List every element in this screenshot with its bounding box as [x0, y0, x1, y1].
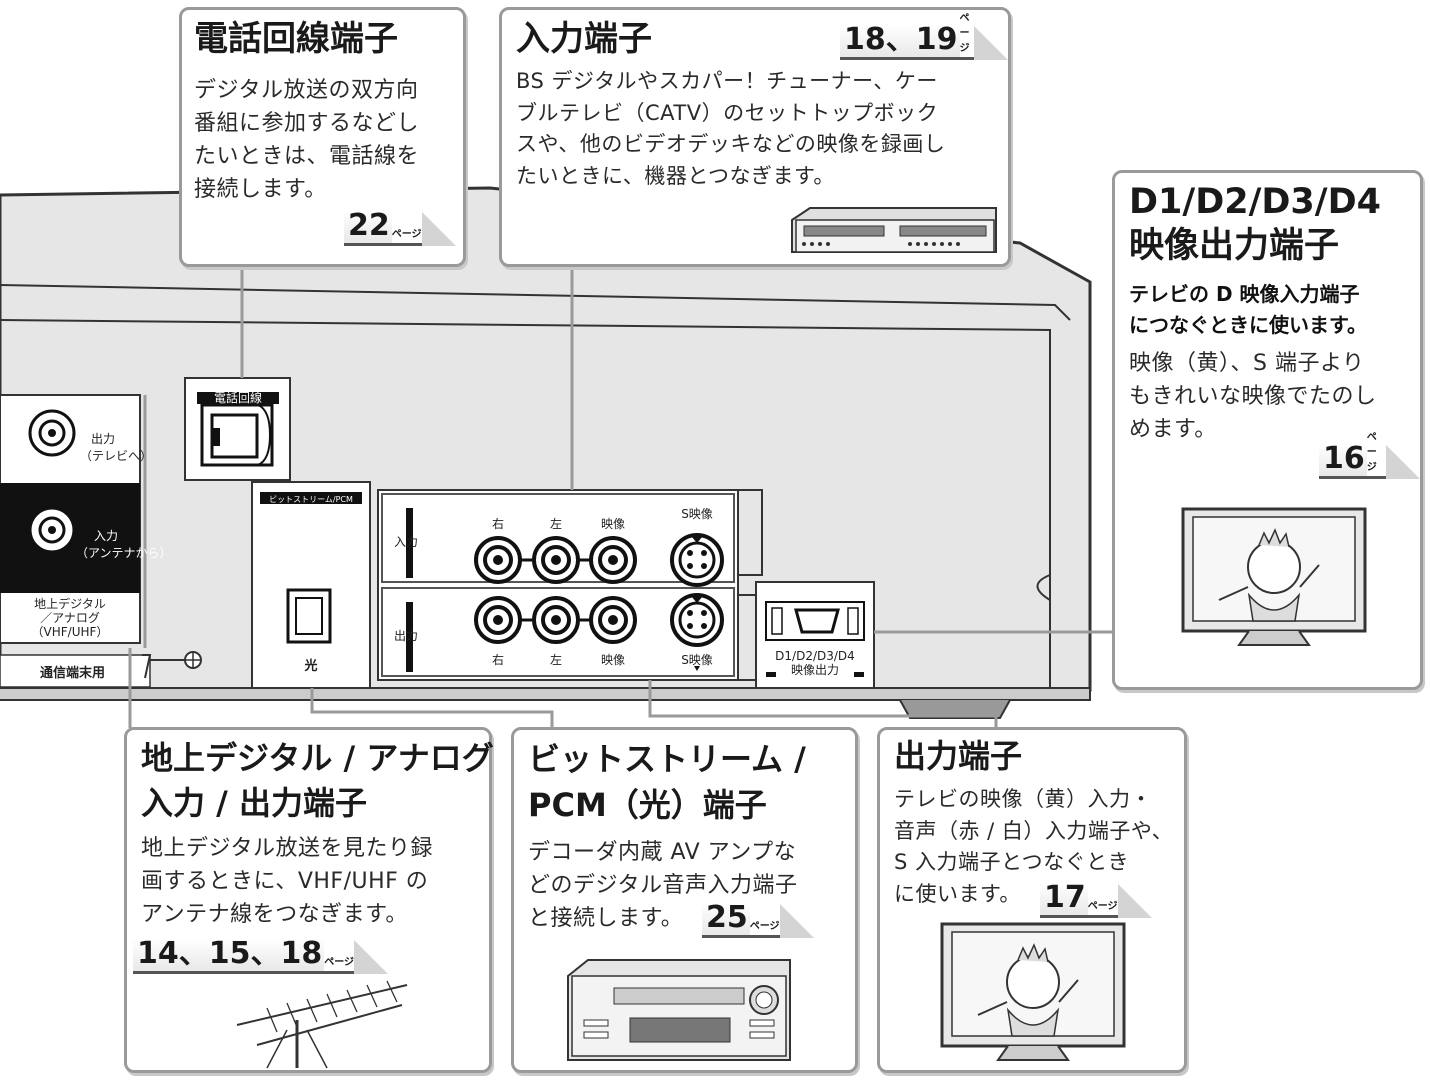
optical-port-panel — [251, 481, 371, 689]
input-callout-title: 入力端子 — [516, 19, 652, 59]
input-svideo-label: S映像 — [681, 507, 713, 521]
output-callout-title: 出力端子 — [894, 737, 1023, 775]
phone-callout: 電話回線端子 デジタル放送の双方向番組に参加するなどしたいときは、電話線を接続し… — [179, 7, 466, 267]
bitstream-label: ビットストリーム/PCM — [269, 495, 353, 504]
svg-text:映像出力: 映像出力 — [791, 663, 839, 677]
phone-callout-title: 電話回線端子 — [194, 19, 398, 59]
antenna-callout-title: 地上デジタル / アナログ入力 / 出力端子 — [141, 739, 494, 822]
output-callout-text: テレビの映像（黄）入力・音声（赤 / 白）入力端子や、S 入力端子とつなぐときに… — [894, 787, 1174, 906]
output-row-label: 出力 — [394, 629, 418, 643]
d-video-output-jack[interactable] — [755, 581, 875, 689]
output-rca-jacks[interactable] — [474, 596, 637, 644]
tv-illustration — [1181, 507, 1367, 646]
antenna-callout-text: 地上デジタル放送を見たり録画するときに、VHF/UHF のアンテナ線をつなぎます… — [141, 836, 434, 927]
svg-text:／アナログ: ／アナログ — [40, 611, 100, 625]
antenna-in-label: 入力 — [94, 529, 118, 543]
input-rca-jacks[interactable] — [474, 536, 637, 584]
output-right-label: 右 — [492, 652, 504, 667]
d-output-label: D1/D2/D3/D4 — [775, 649, 855, 663]
output-video-label: 映像 — [601, 653, 625, 667]
bitstream-callout-title: ビットストリーム /PCM（光）端子 — [528, 740, 806, 825]
input-row-label: 入力 — [394, 535, 418, 549]
comm-port-label: 通信端末用 — [40, 665, 105, 681]
bitstream-callout-text: デコーダ内蔵 AV アンプなどのデジタル音声入力端子と接続します。 — [528, 840, 798, 931]
antenna-group-label: 地上デジタル — [34, 596, 106, 611]
av-jack-panel — [377, 489, 763, 681]
phone-line-label: 電話回線 — [214, 390, 262, 405]
video-deck-illustration — [791, 207, 997, 253]
svg-text:（アンテナから）: （アンテナから） — [76, 546, 172, 560]
tv-antenna-illustration — [236, 980, 408, 1069]
antenna-callout: 地上デジタル / アナログ入力 / 出力端子 地上デジタル放送を見たり録画すると… — [124, 727, 494, 1073]
optical-label: 光 — [303, 658, 317, 674]
input-callout-text: BS デジタルやスカパー！チューナー、ケーブルテレビ（CATV）のセットトップボ… — [516, 69, 946, 188]
antenna-out-label: 出力 — [91, 432, 115, 446]
output-left-label: 左 — [550, 652, 562, 667]
output-svideo-label: S映像 — [681, 653, 713, 667]
input-video-label: 映像 — [601, 517, 625, 531]
phone-callout-text: デジタル放送の双方向番組に参加するなどしたいときは、電話線を接続します。 — [194, 78, 420, 202]
antenna-panel — [0, 394, 202, 688]
d-output-callout-bold: テレビの D 映像入力端子につなぐときに使います。 — [1129, 282, 1367, 337]
svg-text:（テレビへ）: （テレビへ） — [80, 449, 152, 463]
bitstream-callout: ビットストリーム /PCM（光）端子 デコーダ内蔵 AV アンプなどのデジタル音… — [511, 727, 858, 1073]
output-callout: 出力端子 テレビの映像（黄）入力・音声（赤 / 白）入力端子や、S 入力端子とつ… — [877, 727, 1187, 1073]
callout-leader-lines — [128, 266, 1112, 728]
input-left-label: 左 — [550, 516, 562, 531]
d-output-callout-text: 映像（黄）、S 端子よりもきれいな映像でたのしめます。 — [1129, 351, 1377, 442]
svg-text:（VHF/UHF）: （VHF/UHF） — [32, 625, 109, 639]
s-video-input-jack[interactable] — [670, 533, 724, 587]
input-right-label: 右 — [492, 516, 504, 531]
av-amplifier-illustration — [567, 959, 791, 1061]
tv-illustration-2 — [940, 922, 1126, 1061]
phone-jack[interactable] — [184, 377, 291, 481]
s-video-output-jack[interactable] — [670, 593, 724, 647]
